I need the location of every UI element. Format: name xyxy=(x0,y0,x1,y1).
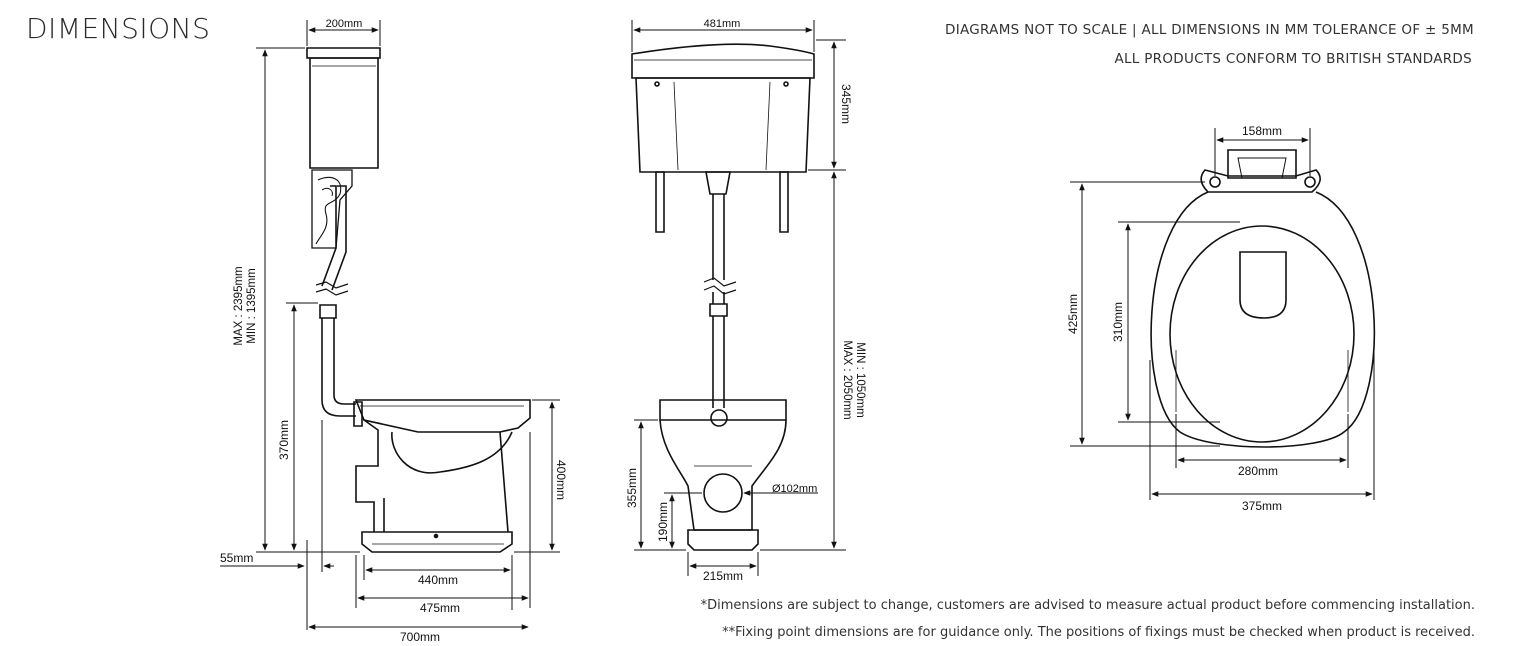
front-view-labels: 481mm 345mm MAX : 2050mm MIN : 1050mm 35… xyxy=(625,18,866,583)
seat-opening-width-label: 280mm xyxy=(1238,464,1278,478)
front-height-min-label: MIN : 1050mm xyxy=(854,342,866,417)
seat-length-label: 425mm xyxy=(1066,294,1080,334)
front-view-drawing xyxy=(631,43,815,551)
front-cistern-width-label: 481mm xyxy=(704,18,741,30)
seat-view-labels: 158mm 425mm 310mm 280mm 375mm xyxy=(1066,124,1282,513)
front-pan-height-label: 355mm xyxy=(625,468,639,508)
tolerance-note: DIAGRAMS NOT TO SCALE | ALL DIMENSIONS I… xyxy=(945,22,1474,38)
footnote-fixings: **Fixing point dimensions are for guidan… xyxy=(722,625,1475,640)
side-view-labels: 200mm MAX : 2395mm MIN : 1395mm 370mm 40… xyxy=(220,18,568,644)
front-outlet-height-label: 190mm xyxy=(656,502,670,542)
side-pan-height-label: 370mm xyxy=(277,420,291,460)
side-base-475-label: 475mm xyxy=(420,601,460,615)
side-height-min-label: MIN : 1395mm xyxy=(246,268,258,343)
seat-view-drawing xyxy=(1150,149,1376,448)
front-view-dimensions xyxy=(631,20,846,576)
footnote-dimensions: *Dimensions are subject to change, custo… xyxy=(700,598,1475,613)
side-height-max-label: MAX : 2395mm xyxy=(233,266,245,345)
front-cistern-height-label: 345mm xyxy=(839,84,853,124)
front-base-width-label: 215mm xyxy=(703,569,743,583)
side-wall-offset-label: 55mm xyxy=(220,551,253,565)
page-title: DIMENSIONS xyxy=(26,12,211,45)
side-cistern-width-label: 200mm xyxy=(326,18,363,30)
front-height-max-label: MAX : 2050mm xyxy=(841,340,853,419)
side-bowl-height-label: 400mm xyxy=(554,460,568,500)
side-base-440-label: 440mm xyxy=(418,573,458,587)
seat-width-label: 375mm xyxy=(1242,499,1282,513)
side-overall-700-label: 700mm xyxy=(400,630,440,644)
seat-opening-length-label: 310mm xyxy=(1111,302,1125,342)
seat-hinge-width-label: 158mm xyxy=(1242,124,1282,138)
standards-note: ALL PRODUCTS CONFORM TO BRITISH STANDARD… xyxy=(1114,51,1472,67)
side-view-dimensions xyxy=(220,20,560,630)
seat-view-dimensions xyxy=(1070,128,1375,500)
side-view-drawing xyxy=(306,47,531,553)
front-outlet-diameter-label: Ø102mm xyxy=(772,483,817,495)
